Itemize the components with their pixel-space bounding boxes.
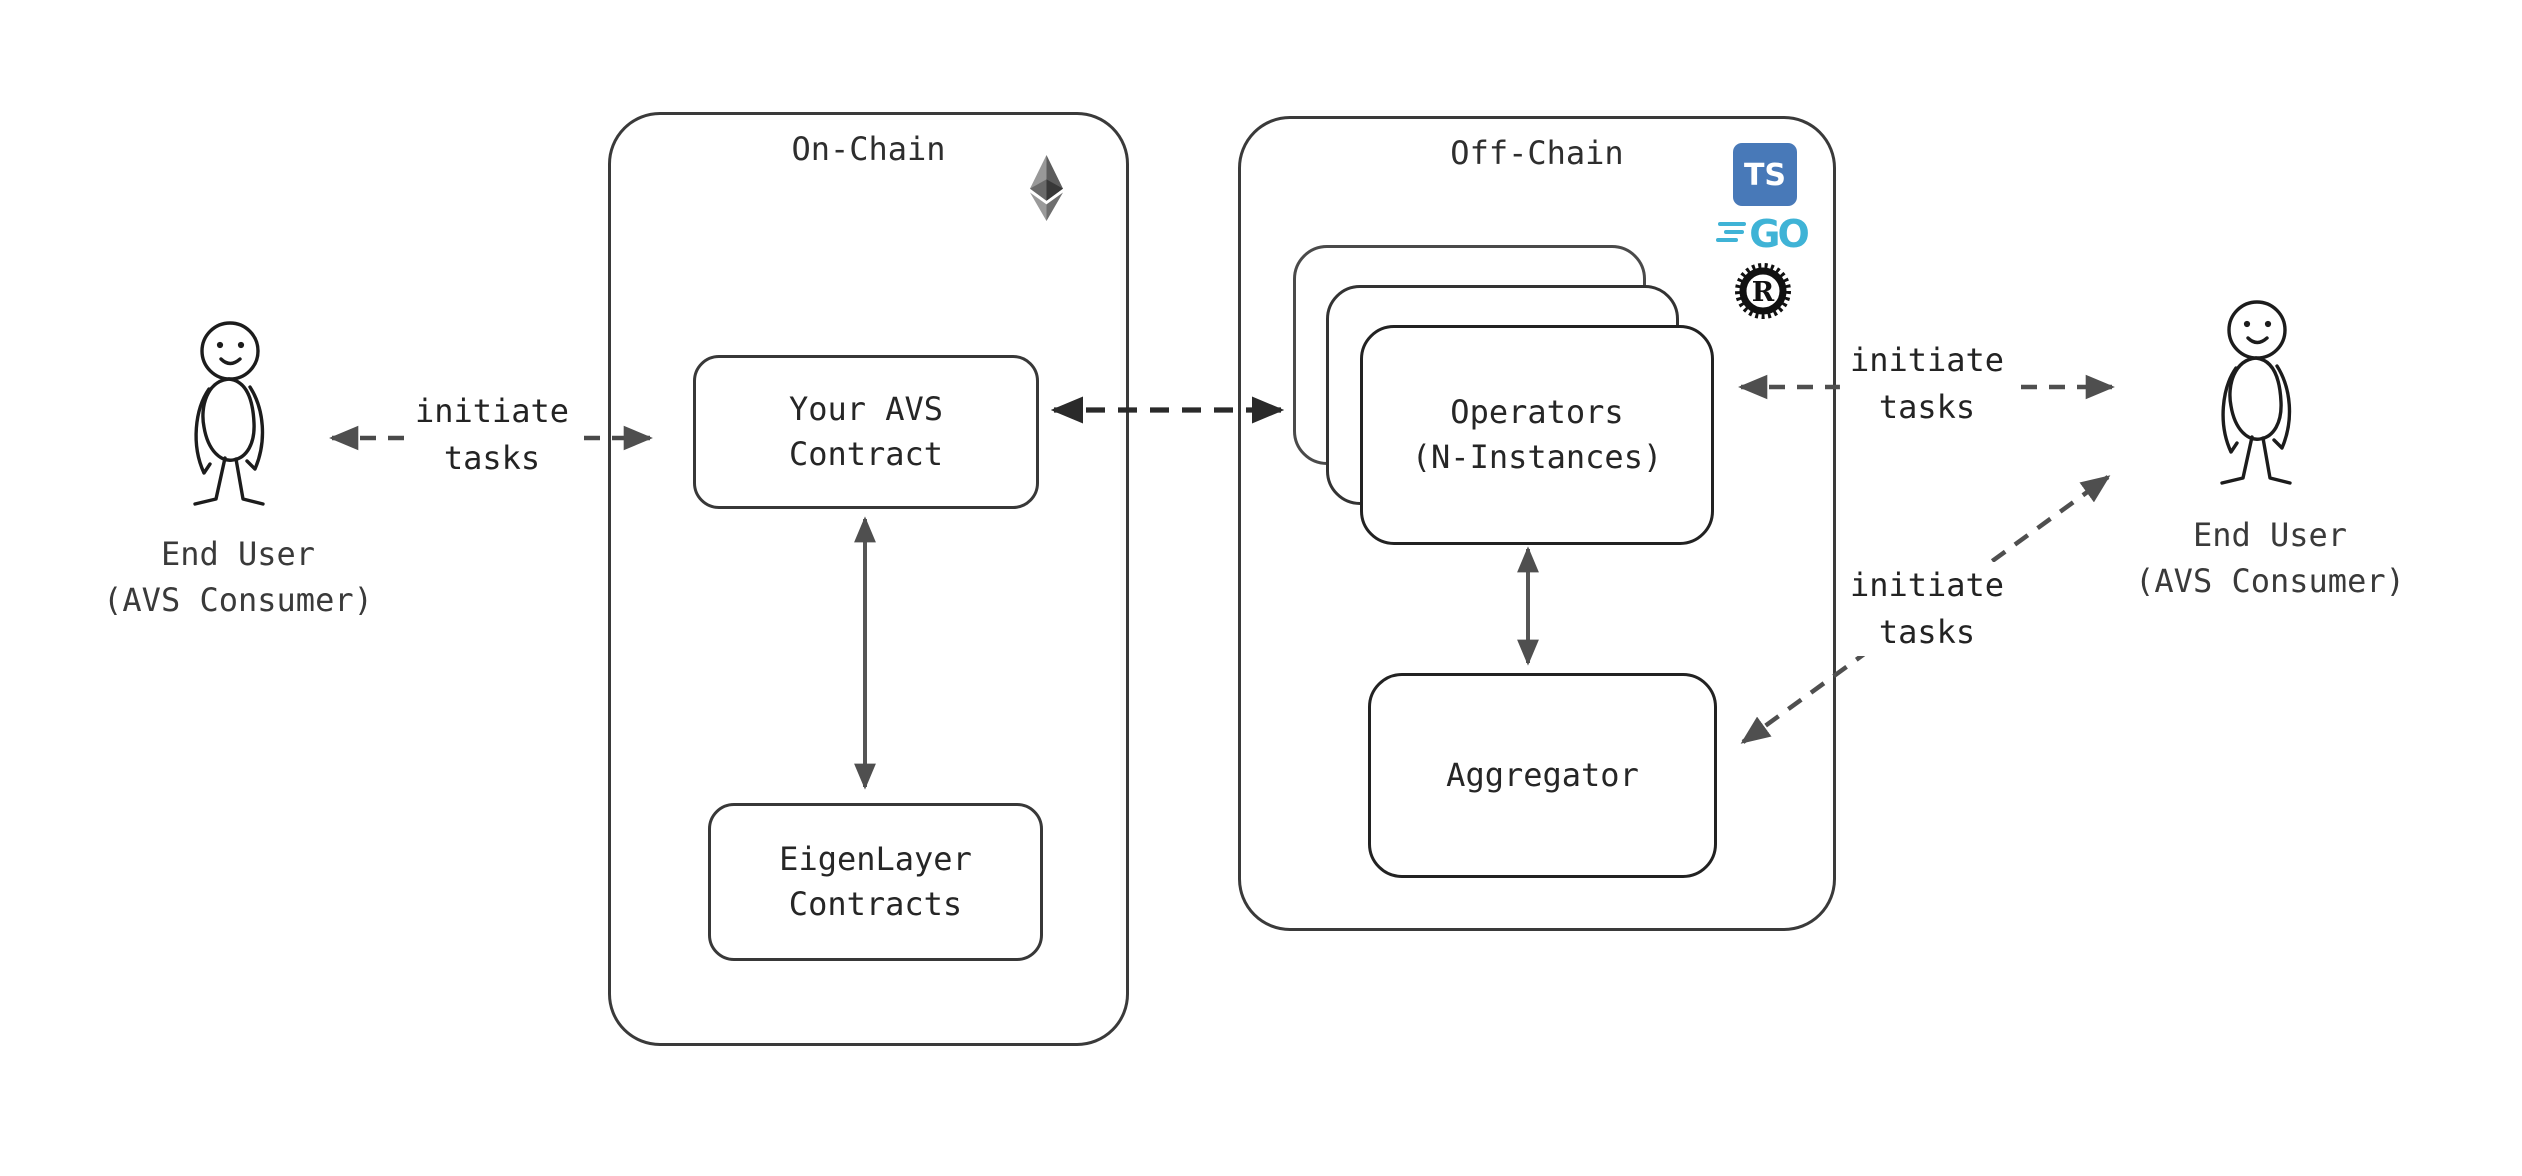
end-user-figure-left	[183, 315, 283, 514]
edge-label-initiate-tasks-right-diagonal: initiate tasks	[1839, 562, 2015, 656]
node-label-line1: EigenLayer	[779, 840, 972, 878]
on-chain-title: On-Chain	[791, 130, 946, 168]
actor-name: End User	[2192, 516, 2348, 554]
node-label-line2: Contracts	[788, 885, 963, 923]
actor-name: End User	[160, 535, 316, 573]
node-operators: Operators (N-Instances)	[1360, 325, 1714, 545]
node-label: Aggregator	[1446, 756, 1639, 794]
figure-head	[2227, 300, 2287, 360]
go-speed-lines	[1716, 222, 1746, 242]
ethereum-icon	[1030, 155, 1063, 221]
figure-head	[200, 321, 260, 381]
edge-label-line1: initiate	[1849, 341, 2005, 379]
edge-label-line2: tasks	[443, 439, 541, 477]
end-user-label-right: End User (AVS Consumer)	[2135, 512, 2405, 604]
actor-subtitle: (AVS Consumer)	[103, 581, 373, 619]
edge-label-line1: initiate	[414, 392, 570, 430]
edge-label-initiate-tasks-right-top: initiate tasks	[1839, 337, 2015, 431]
actor-subtitle: (AVS Consumer)	[2135, 562, 2405, 600]
edge-label-line1: initiate	[1849, 566, 2005, 604]
typescript-icon: TS	[1733, 143, 1797, 206]
node-eigenlayer-contracts: EigenLayer Contracts	[708, 803, 1043, 961]
node-label-line2: Contract	[788, 435, 944, 473]
node-your-avs-contract: Your AVS Contract	[693, 355, 1039, 509]
end-user-label-left: End User (AVS Consumer)	[103, 531, 373, 623]
edge-label-initiate-tasks-left: initiate tasks	[404, 388, 580, 482]
go-icon: GO	[1714, 211, 1816, 259]
go-label: GO	[1749, 212, 1808, 255]
node-label-line1: Your AVS	[788, 390, 944, 428]
rust-icon: R	[1734, 262, 1792, 324]
typescript-label: TS	[1743, 158, 1787, 193]
node-label-line2: (N-Instances)	[1411, 438, 1663, 476]
on-chain-container: On-Chain	[608, 112, 1129, 1046]
end-user-figure-right	[2210, 294, 2310, 493]
rust-label: R	[1752, 277, 1775, 308]
edge-label-line2: tasks	[1878, 388, 1976, 426]
node-aggregator: Aggregator	[1368, 673, 1717, 878]
node-label-line1: Operators	[1450, 393, 1624, 431]
off-chain-title: Off-Chain	[1450, 134, 1624, 172]
edge-label-line2: tasks	[1878, 613, 1976, 651]
